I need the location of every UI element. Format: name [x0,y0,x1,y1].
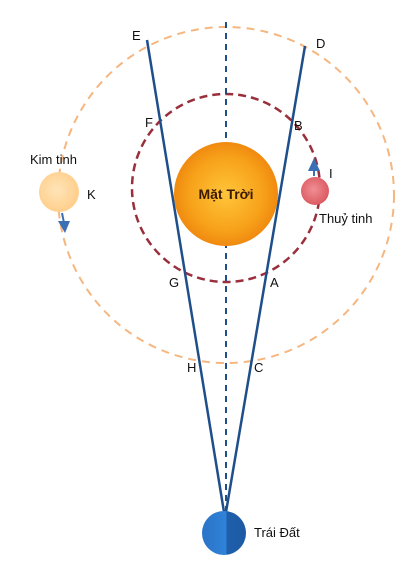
point-h-label: H [187,360,196,375]
venus-arrow-icon [58,221,70,233]
point-b-label: B [294,118,303,133]
point-a-label: A [270,275,279,290]
earth-label: Trái Đất [254,525,300,540]
point-f-label: F [145,115,153,130]
earth [202,511,246,555]
point-k-label: K [87,187,96,202]
sight-line-left [145,39,226,513]
point-g-label: G [169,275,179,290]
mercury-arrow-icon [308,158,320,171]
point-d-label: D [316,36,325,51]
sun-label: Mặt Trời [198,186,253,202]
sun [174,142,278,246]
sight-line-right [224,45,307,513]
point-e-label: E [132,28,141,43]
point-i-label: I [329,166,333,181]
venus [39,172,79,212]
mercury-label: Thuỷ tinh [319,211,372,226]
venus-label: Kim tinh [30,152,77,167]
point-c-label: C [254,360,263,375]
mercury [301,177,329,205]
